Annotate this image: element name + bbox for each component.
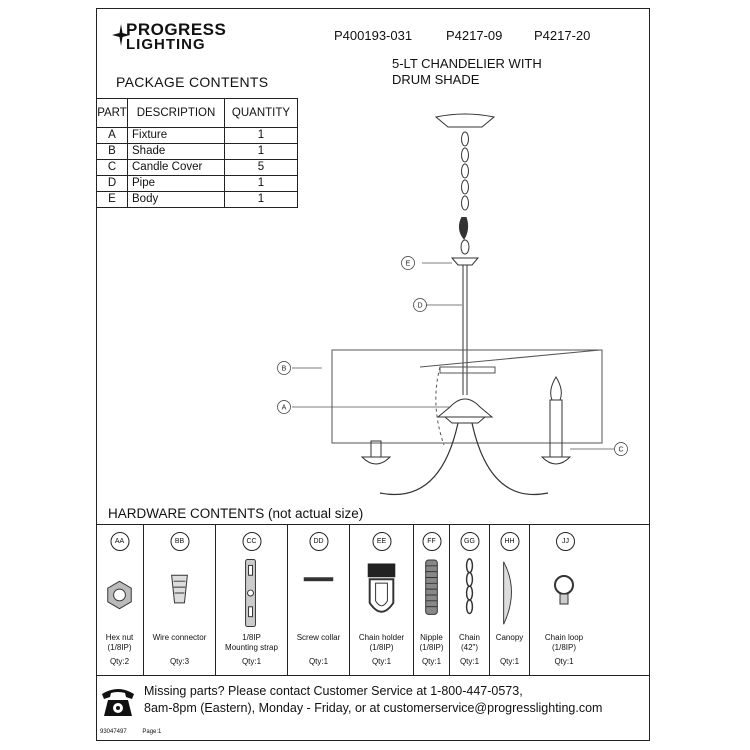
- brand-line1: PROGRESS: [126, 20, 227, 39]
- table-header-row: PART DESCRIPTION QUANTITY: [96, 98, 298, 128]
- brand-line2: LIGHTING: [126, 36, 206, 53]
- customer-service-contact: Missing parts? Please contact Customer S…: [144, 684, 603, 715]
- part-number-1: P400193-031: [334, 28, 413, 43]
- hardware-item-hh: HH Canopy Qty:1: [490, 525, 530, 676]
- table-row: B Shade 1: [96, 143, 298, 160]
- chain-icon: [465, 558, 474, 615]
- telephone-icon: [102, 689, 134, 716]
- hardware-item-ff: FF Nipple(1/8IP) Qty:1: [414, 525, 450, 676]
- hardware-item-gg: GG Chain(42") Qty:1: [450, 525, 490, 676]
- part-number-3: P4217-20: [534, 28, 591, 43]
- hardware-contents-row: AA Hex nut(1/8IP) Qty:2 BB Wire connecto…: [96, 524, 650, 676]
- table-row: C Candle Cover 5: [96, 159, 298, 176]
- label-e: E: [406, 261, 411, 268]
- hex-nut-icon: [107, 580, 132, 610]
- screw-collar-icon: [303, 577, 334, 582]
- chain-links: [458, 131, 470, 255]
- document-code: 93047497: [100, 729, 127, 735]
- product-title: 5-LT CHANDELIER WITH DRUM SHADE: [392, 56, 542, 87]
- part-number-2: P4217-09: [446, 28, 503, 43]
- package-contents-title: PACKAGE CONTENTS: [116, 74, 269, 90]
- chain-holder-icon: [367, 563, 396, 613]
- nipple-icon: [425, 559, 438, 615]
- hardware-item-dd: DD Screw collar Qty:1: [288, 525, 350, 676]
- label-c: C: [618, 447, 623, 454]
- label-a: A: [282, 405, 287, 412]
- page-number: Page:1: [142, 729, 162, 735]
- hardware-item-aa: AA Hex nut(1/8IP) Qty:2: [96, 525, 144, 676]
- label-b: B: [282, 366, 287, 373]
- footer: 93047497 Page:1: [100, 729, 175, 735]
- chandelier-diagram: E D B A C: [277, 113, 628, 495]
- table-row: D Pipe 1: [96, 175, 298, 192]
- hardware-contents-title: HARDWARE CONTENTS (not actual size): [108, 506, 364, 521]
- hardware-item-bb: BB Wire connector Qty:3: [144, 525, 216, 676]
- hardware-item-jj: JJ Chain loop(1/8IP) Qty:1: [530, 525, 650, 676]
- hardware-item-ee: EE Chain holder(1/8IP) Qty:1: [350, 525, 414, 676]
- label-d: D: [417, 303, 422, 310]
- wire-connector-icon: [171, 574, 188, 604]
- mounting-strap-icon: [245, 558, 256, 628]
- package-contents-table: PART DESCRIPTION QUANTITY A Fixture 1 B …: [96, 98, 298, 208]
- instruction-sheet-frame: [96, 8, 650, 741]
- sparkle-icon: [112, 24, 130, 46]
- table-row: E Body 1: [96, 191, 298, 208]
- table-row: A Fixture 1: [96, 127, 298, 144]
- chain-loop-icon: [554, 575, 574, 605]
- canopy-icon: [503, 561, 512, 625]
